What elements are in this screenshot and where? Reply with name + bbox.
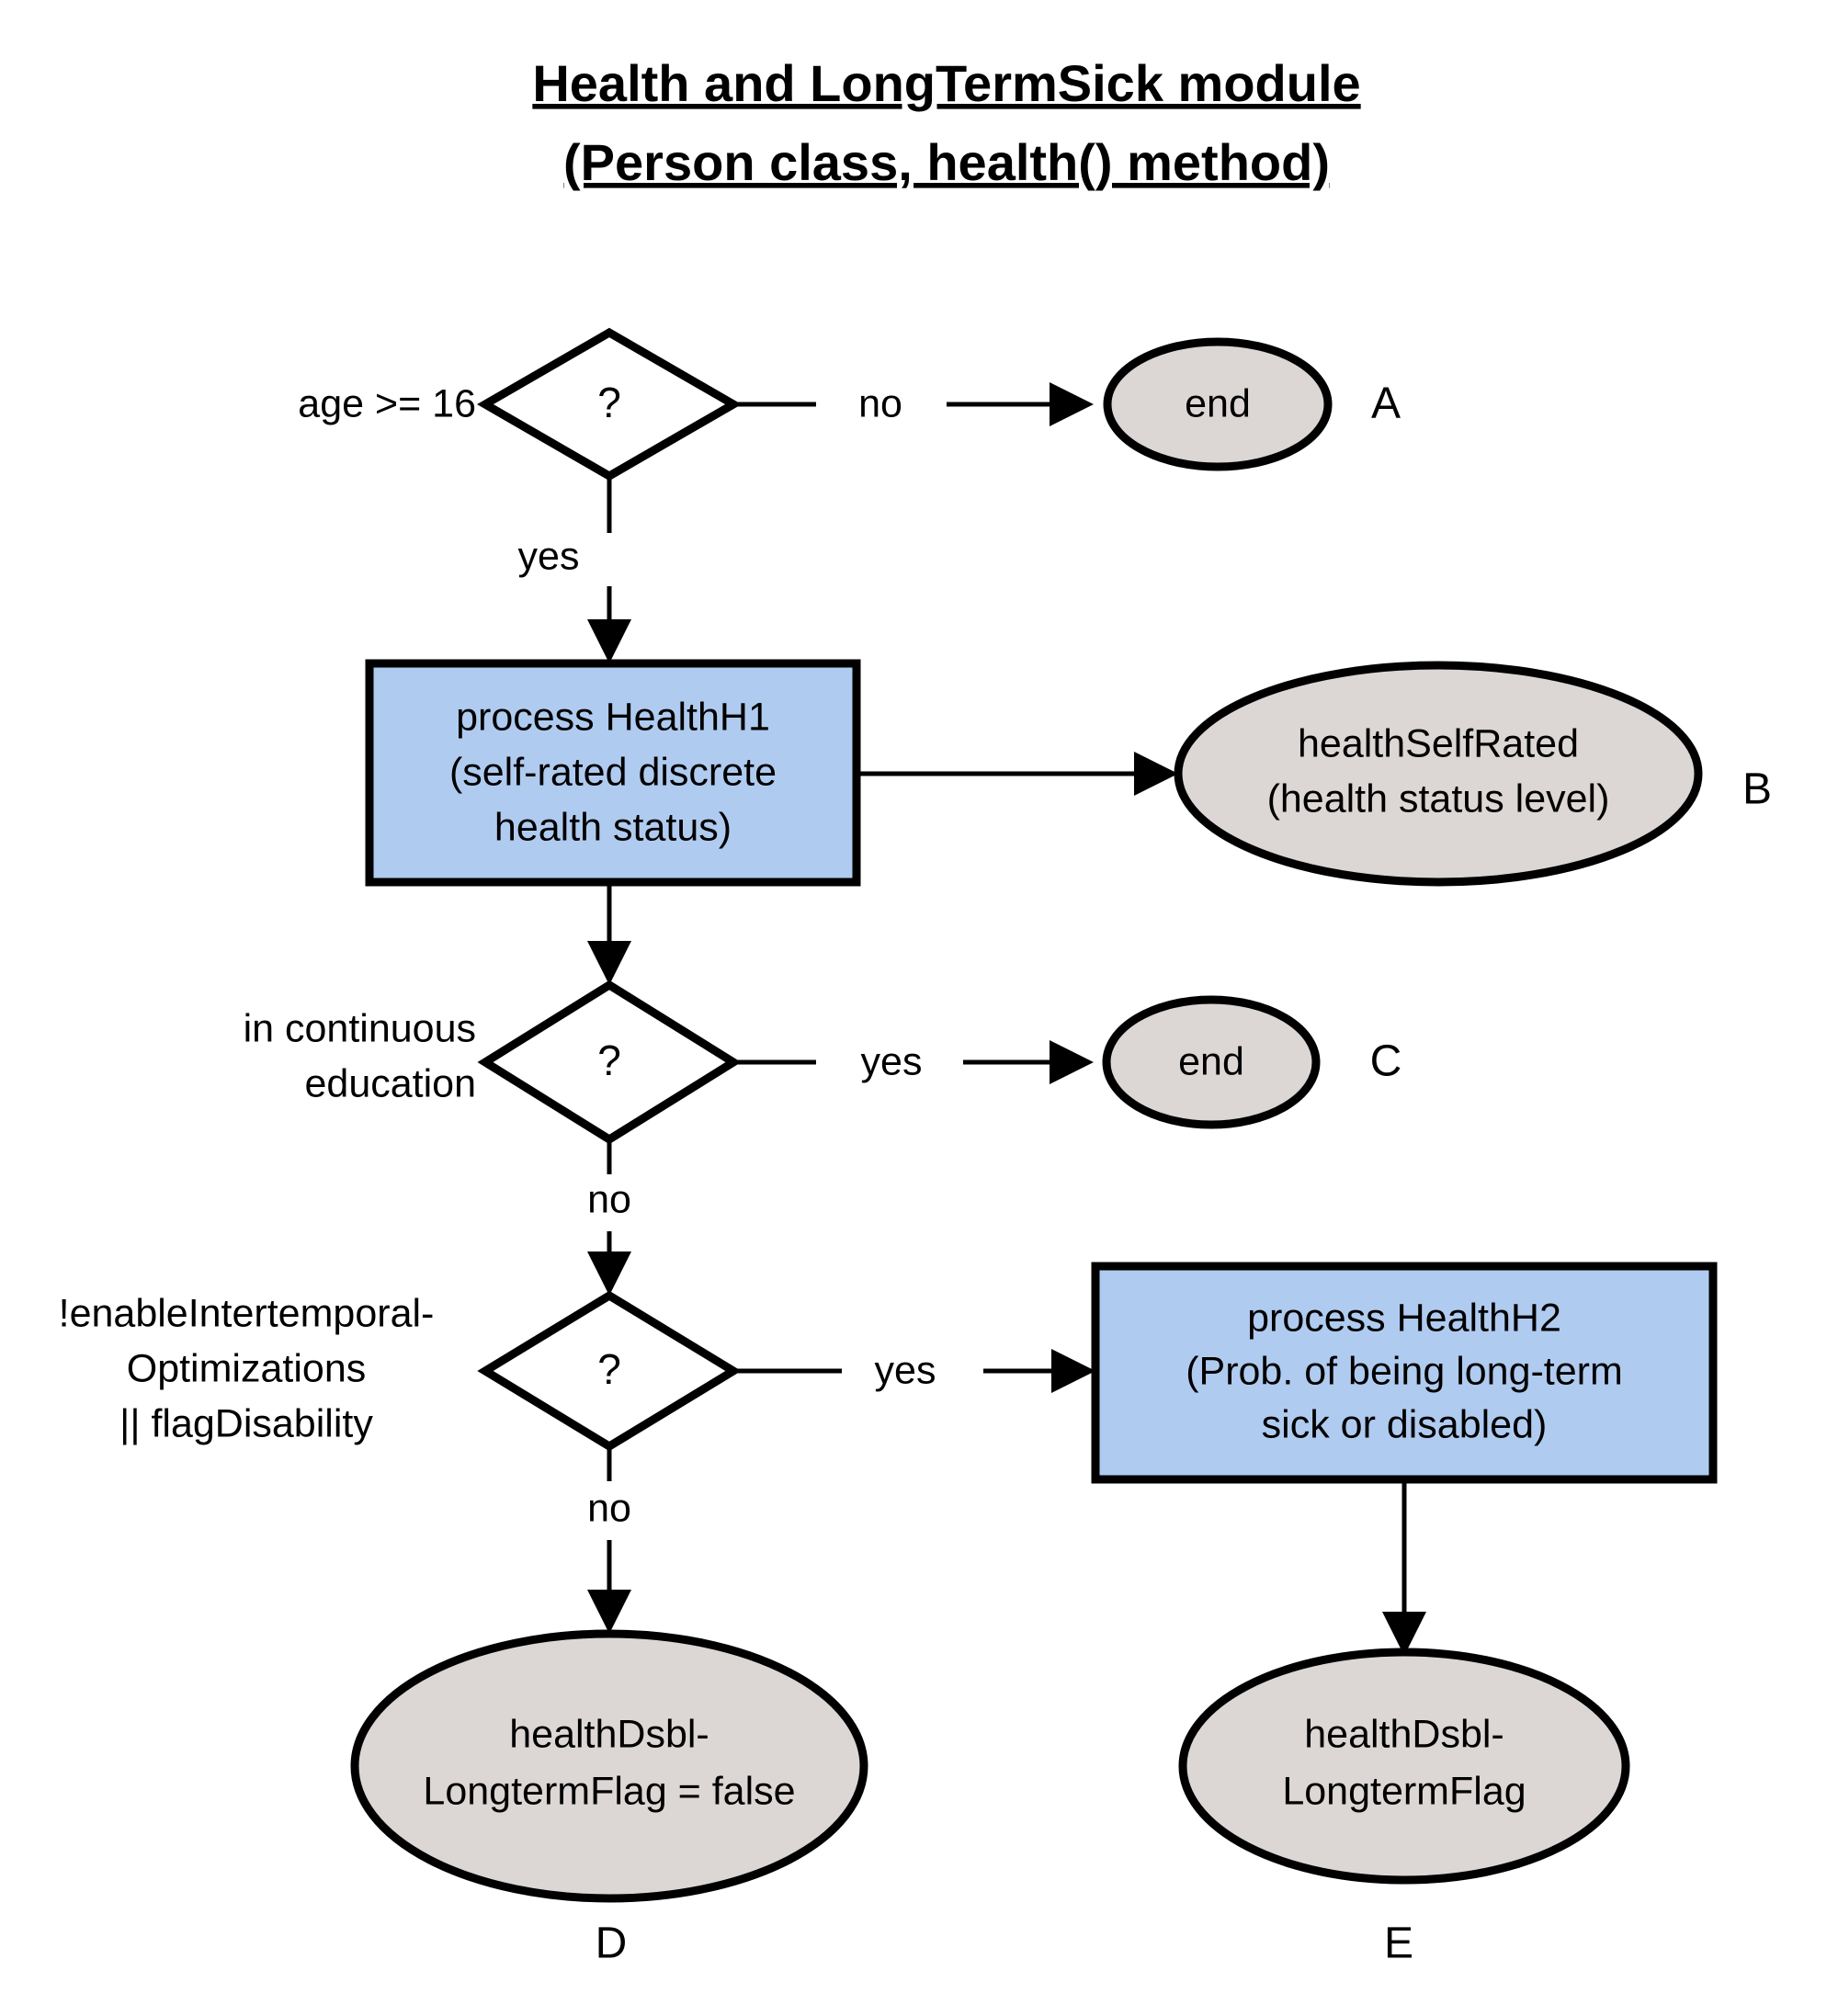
panel-letter-d: D [596,1920,628,1968]
process-h1-group: process HealthH1 (self-rated discrete he… [365,659,861,887]
edge-age-no: no [733,381,1094,426]
edge-education-yes: yes [733,1039,1094,1084]
edge-education-no-label: no [587,1177,631,1221]
terminal-end-a[interactable] [1103,337,1333,471]
process-h2-box[interactable] [1091,1262,1718,1484]
output-flag-line-2: LongtermFlag [1282,1769,1526,1813]
edge-education-no-arrowhead [587,1252,631,1296]
decision-intertemporal-condition-1: !enableIntertemporal- [59,1291,435,1335]
edge-age-no-label: no [858,381,902,425]
output-self-rated-ellipse[interactable] [1174,661,1703,887]
terminal-end-c-label: end [1178,1039,1244,1083]
process-h1-line-3: health status) [494,805,732,849]
decision-intertemporal-symbol: ? [597,1345,621,1393]
edge-h1-output [857,752,1178,796]
process-h1-box[interactable] [365,659,861,887]
edge-age-yes-arrowhead [587,619,631,663]
edge-h2-to-output [1382,1479,1426,1656]
output-flag-false-line-2: LongtermFlag = false [423,1769,795,1813]
process-h1-line-1: process HealthH1 [456,695,770,739]
edge-intertemporal-no-arrowhead [587,1590,631,1634]
process-h2-group: process HealthH2 (Prob. of being long-te… [1091,1262,1718,1484]
decision-age-condition: age >= 16 [298,381,476,425]
process-h2-line-3: sick or disabled) [1262,1402,1548,1446]
decision-education-condition-1: in continuous [244,1006,476,1050]
output-flag-group: healthDsbl- LongtermFlag E [1178,1648,1630,1968]
output-flag-line-1: healthDsbl- [1304,1712,1504,1756]
edge-intertemporal-no-label: no [587,1486,631,1530]
edge-intertemporal-yes-label: yes [875,1348,936,1392]
panel-letter-e: E [1384,1920,1413,1968]
output-self-rated-line-2: (health status level) [1267,776,1610,821]
panel-letter-b: B [1742,765,1772,814]
panel-letter-a: A [1371,379,1401,428]
panel-letter-c: C [1370,1037,1402,1086]
title-line-1: Health and LongTermSick module [532,54,1360,112]
decision-education-symbol: ? [597,1036,621,1084]
edge-age-yes-label: yes [518,534,580,578]
decision-intertemporal-group: !enableIntertemporal- Optimizations || f… [59,1290,742,1452]
edge-education-yes-label: yes [861,1039,923,1083]
output-flag-false-group: healthDsbl- LongtermFlag = false D [350,1629,868,1968]
edge-age-no-arrowhead [1050,382,1094,426]
output-self-rated-line-1: healthSelfRated [1298,721,1579,765]
terminal-end-c-group: end C [1102,995,1402,1129]
output-flag-false-ellipse[interactable] [350,1629,868,1903]
decision-intertemporal-condition-2: Optimizations [127,1346,366,1390]
output-flag-false-line-1: healthDsbl- [509,1712,709,1756]
decision-age-symbol: ? [597,379,621,426]
decision-intertemporal-condition-3: || flagDisability [119,1401,373,1445]
decision-age-group: age >= 16 ? [298,327,742,481]
edge-h1-to-education [587,882,631,985]
edge-h1-output-arrowhead [1134,752,1178,796]
decision-education-group: in continuous education ? [244,980,742,1145]
process-h1-line-2: (self-rated discrete [449,750,777,794]
process-h2-line-2: (Prob. of being long-term [1186,1349,1623,1393]
terminal-end-a-label: end [1185,381,1251,425]
edge-intertemporal-yes: yes [733,1348,1095,1393]
terminal-end-a-group: end A [1103,337,1401,471]
output-flag-ellipse[interactable] [1178,1648,1630,1885]
edge-intertemporal-no: no [587,1446,631,1634]
process-h2-line-1: process HealthH2 [1247,1296,1561,1340]
edge-age-yes: yes [518,476,631,663]
edge-education-yes-arrowhead [1050,1040,1094,1084]
diagram-title: Health and LongTermSick module (Person c… [532,54,1360,191]
decision-education-condition-2: education [305,1061,477,1105]
edge-h2-to-output-arrowhead [1382,1612,1426,1656]
edge-intertemporal-yes-arrowhead [1051,1349,1095,1393]
terminal-end-c[interactable] [1102,995,1321,1129]
edge-h1-to-education-arrowhead [587,941,631,985]
output-self-rated-group: healthSelfRated (health status level) B [1174,661,1772,887]
edge-education-no: no [587,1139,631,1296]
title-line-2: (Person class, health() method) [563,133,1330,191]
